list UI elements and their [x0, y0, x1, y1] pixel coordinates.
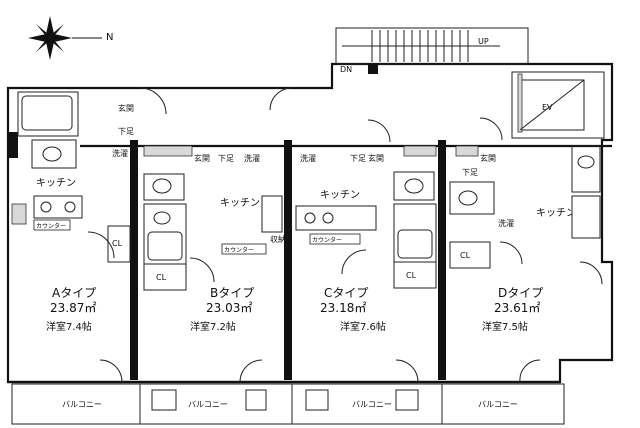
ac-unit-c — [305, 389, 329, 411]
unit-c-area: 23.18㎡ — [320, 301, 366, 315]
unit-d-type: Dタイプ — [498, 286, 543, 300]
bathtub-c — [397, 229, 433, 259]
unit-d-room: 洋室7.5帖 — [482, 320, 528, 333]
balcony-label-b: バルコニー — [188, 400, 228, 409]
counter-b — [221, 243, 267, 255]
outer-pillar-left — [8, 132, 18, 158]
ac-unit-c2 — [395, 389, 419, 411]
washer-label-c: 洗濯 — [300, 153, 316, 163]
balcony-label-a: バルコニー — [62, 400, 102, 409]
kitchen-label-d: キッチン — [536, 207, 576, 219]
counter-c — [309, 233, 361, 245]
bathtub-b — [147, 231, 183, 261]
counter-label-c: カウンター — [312, 236, 342, 244]
unit-d-area: 23.61㎡ — [494, 301, 540, 315]
unit-b-area: 23.03㎡ — [206, 301, 252, 315]
kitchen-label-a: キッチン — [36, 177, 76, 189]
storage-label-b: 収納 — [270, 234, 286, 244]
shoebox-label-c: 下足 — [350, 154, 366, 163]
unit-d: 玄関 下足 洗濯 キッチン CL Dタイプ 23.61㎡ 洋室7.5帖 — [449, 145, 601, 333]
unit-a-room: 洋室7.4帖 — [46, 320, 92, 333]
compass-north-label: N — [106, 32, 113, 43]
closet-label-a: CL — [112, 239, 123, 248]
shoebox-label-d: 下足 — [462, 168, 478, 177]
counter-label-a: カウンター — [36, 222, 66, 230]
door-swings — [87, 87, 603, 383]
stair-treads — [342, 30, 500, 62]
unit-a-area: 23.87㎡ — [50, 301, 96, 315]
counter-a — [33, 219, 71, 231]
unit-a-type: Aタイプ — [52, 286, 96, 300]
stair-down-label: DN — [340, 65, 352, 74]
washer-label-a: 洗濯 — [112, 148, 128, 158]
entrance-label-b: 玄関 — [194, 153, 210, 163]
unit-divider-cd — [438, 140, 446, 380]
washer-label-b: 洗濯 — [244, 153, 260, 163]
unit-c: 洗濯 下足 玄関 キッチン カウンター CL Cタイプ 23.18㎡ 洋室7.6… — [295, 145, 437, 333]
elevator-label: EV — [542, 103, 553, 112]
toilet-d — [458, 190, 478, 206]
counter-label-b: カウンター — [224, 246, 254, 254]
unit-c-room: 洋室7.6帖 — [340, 320, 386, 333]
entrance-label-c: 玄関 — [368, 153, 384, 163]
stove-d — [571, 195, 601, 239]
toilet-c — [404, 178, 424, 194]
unit-divider-bc — [284, 140, 292, 380]
stove-c — [295, 205, 377, 231]
unit-c-type: Cタイプ — [324, 286, 368, 300]
fridge-a — [11, 203, 27, 225]
toilet-a — [42, 146, 62, 162]
elevator-shaft — [511, 71, 605, 139]
washer-label-d: 洗濯 — [498, 218, 514, 228]
unit-a: 玄関 下足 洗濯 キッチン カウンター CL Aタイプ 23.87㎡ 洋室7.4… — [11, 91, 134, 333]
compass-icon — [28, 16, 102, 60]
stair-landing — [335, 27, 529, 65]
bathtub-a — [21, 95, 73, 131]
unit-divider-ab — [130, 140, 138, 380]
balcony — [11, 383, 565, 425]
closet-label-d: CL — [460, 251, 471, 260]
stair-post — [368, 64, 378, 74]
stair-up-label: UP — [478, 37, 489, 46]
unit-b: 玄関 下足 洗濯 キッチン カウンター 収納 CL Bタイプ 23.03㎡ 洋室… — [143, 145, 286, 333]
kitchen-label-c: キッチン — [320, 189, 360, 201]
ac-unit-b — [151, 389, 177, 411]
balcony-label-d: バルコニー — [478, 400, 518, 409]
shoebox-label-a: 下足 — [118, 127, 134, 136]
entrance-label-d: 玄関 — [480, 153, 496, 163]
entrance-label-a: 玄関 — [118, 103, 134, 113]
stove-b — [261, 195, 283, 233]
ac-unit-b2 — [245, 389, 267, 411]
unit-b-room: 洋室7.2帖 — [190, 320, 236, 333]
balcony-label-c: バルコニー — [352, 400, 392, 409]
toilet-b — [152, 178, 172, 194]
shoebox-label-b: 下足 — [218, 154, 234, 163]
unit-b-type: Bタイプ — [210, 286, 254, 300]
closet-label-b: CL — [156, 273, 167, 282]
kitchen-label-b: キッチン — [220, 197, 260, 209]
closet-label-c: CL — [406, 271, 417, 280]
elevator-door — [517, 73, 523, 133]
